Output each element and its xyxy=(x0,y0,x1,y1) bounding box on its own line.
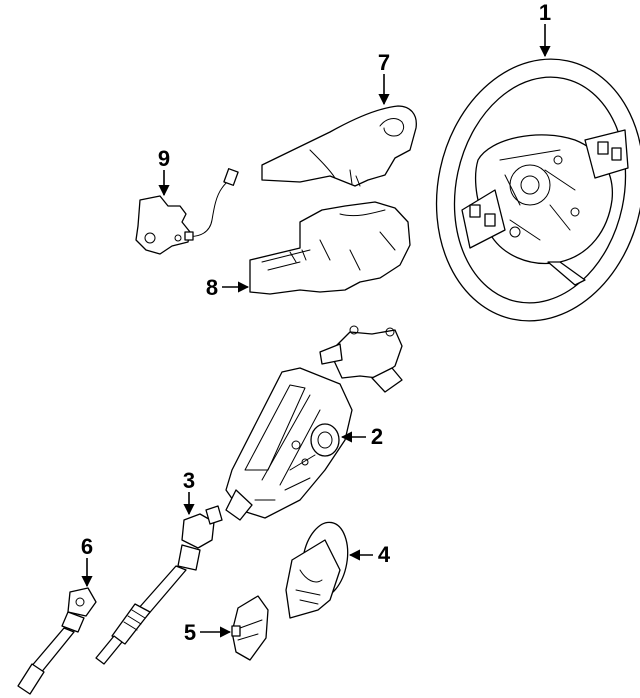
part-steering-wheel xyxy=(435,58,640,322)
callout-8-label: 8 xyxy=(206,275,218,300)
callout-1: 1 xyxy=(539,0,551,58)
callout-9-label: 9 xyxy=(158,146,170,171)
callout-4: 4 xyxy=(348,542,391,567)
callout-5-label: 5 xyxy=(184,620,196,645)
callout-9: 9 xyxy=(158,146,170,197)
part-steering-column xyxy=(225,325,403,521)
part-column-boot xyxy=(285,521,349,619)
part-lower-shaft xyxy=(17,587,97,695)
callout-2-label: 2 xyxy=(371,424,383,449)
part-lower-column-cover xyxy=(249,201,411,295)
callout-3-label: 3 xyxy=(183,468,195,493)
part-upper-column-cover xyxy=(261,105,417,187)
callout-1-label: 1 xyxy=(539,0,551,25)
callout-7-label: 7 xyxy=(378,50,390,75)
part-bracket xyxy=(231,595,269,661)
callout-5: 5 xyxy=(184,620,232,645)
callout-8: 8 xyxy=(206,275,250,300)
callout-4-label: 4 xyxy=(378,542,391,567)
callout-6: 6 xyxy=(81,534,93,588)
part-clockspring xyxy=(135,168,239,255)
callout-2: 2 xyxy=(340,424,383,449)
callout-6-label: 6 xyxy=(81,534,93,559)
callout-3: 3 xyxy=(183,468,195,516)
callout-7: 7 xyxy=(378,50,390,106)
part-intermediate-shaft xyxy=(95,505,223,665)
